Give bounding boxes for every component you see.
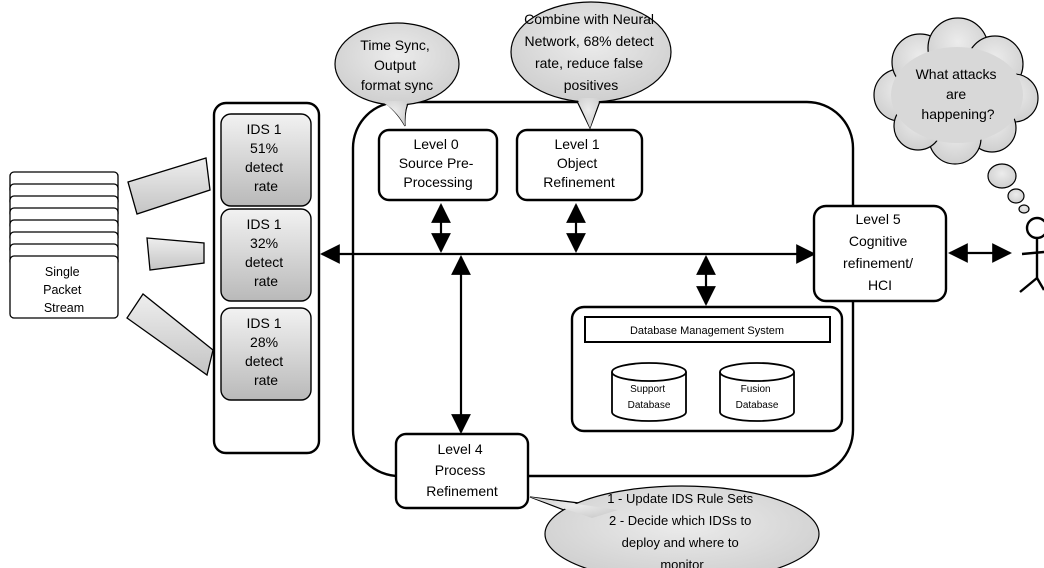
svg-text:Level 1 Object Ref: Level 1 Object Refinement bbox=[543, 136, 615, 190]
funnel-top bbox=[127, 157, 211, 215]
dbms-panel: Database Management System Support Datab… bbox=[570, 305, 844, 433]
funnels bbox=[126, 157, 214, 377]
stick-figure-icon bbox=[1019, 216, 1044, 293]
thought-dot-small bbox=[1018, 204, 1030, 214]
level5-box: Level 5 Cognitive refinement/ HCI bbox=[812, 204, 948, 303]
thought-dot-medium bbox=[1007, 188, 1025, 204]
time-sync-callout: Time Sync, Output format sync bbox=[334, 22, 460, 127]
ids-box-2: IDS 1 32% detect rate bbox=[220, 208, 312, 302]
level4-box: Level 4 Process Refinement bbox=[394, 432, 530, 510]
packet-stack-pages bbox=[9, 171, 119, 319]
support-database-icon: Support Database bbox=[611, 362, 687, 422]
packet-stream-label: Single Packet Stream bbox=[43, 265, 85, 315]
rule-sets-callout: 1 - Update IDS Rule Sets 2 - Decide whic… bbox=[529, 485, 820, 568]
svg-text:Time Sync, Output: Time Sync, Output format sync bbox=[360, 37, 433, 93]
svg-text:IDS 1 51% detect: IDS 1 51% detect rate bbox=[245, 121, 287, 194]
svg-text:Support Database: Support Database bbox=[628, 384, 671, 411]
svg-text:Fusion Database: Fusion Database bbox=[736, 384, 779, 411]
dbms-title-bar bbox=[584, 316, 831, 343]
svg-text:Level 0 Source Pre-: Level 0 Source Pre- Processing bbox=[399, 136, 478, 190]
ids-box-3: IDS 1 28% detect rate bbox=[220, 307, 312, 401]
thought-cloud-icon: What attacks are happening? bbox=[873, 17, 1039, 214]
svg-text:What attacks are h: What attacks are happening? bbox=[916, 66, 1001, 122]
dbms-title: Database Management System bbox=[630, 325, 784, 337]
fusion-database-icon: Fusion Database bbox=[719, 362, 795, 422]
funnel-bottom bbox=[126, 293, 214, 377]
connectors bbox=[320, 203, 1012, 434]
svg-text:Combine with Neural Netw: Combine with Neural Network, 68% detect … bbox=[524, 11, 658, 93]
level0-box: Level 0 Source Pre- Processing bbox=[377, 128, 499, 202]
packet-stream: Single Packet Stream bbox=[9, 171, 119, 319]
ids-box-1: IDS 1 51% detect rate bbox=[220, 113, 312, 207]
neural-network-callout: Combine with Neural Network, 68% detect … bbox=[510, 1, 672, 130]
svg-text:1 - Update IDS Rule Sets: 1 - Update IDS Rule Sets 2 - Decide whic… bbox=[607, 491, 757, 568]
svg-text:Level 4 Process Re: Level 4 Process Refinement bbox=[426, 441, 498, 499]
thought-dot-large bbox=[987, 163, 1017, 189]
svg-text:Level 5 Cognitive: Level 5 Cognitive refinement/ HCI bbox=[843, 211, 917, 293]
svg-text:IDS 1 32% detect: IDS 1 32% detect rate bbox=[245, 216, 287, 289]
funnel-middle bbox=[146, 237, 205, 271]
svg-text:IDS 1 28% detect: IDS 1 28% detect rate bbox=[245, 315, 287, 388]
level1-box: Level 1 Object Refinement bbox=[515, 128, 644, 202]
